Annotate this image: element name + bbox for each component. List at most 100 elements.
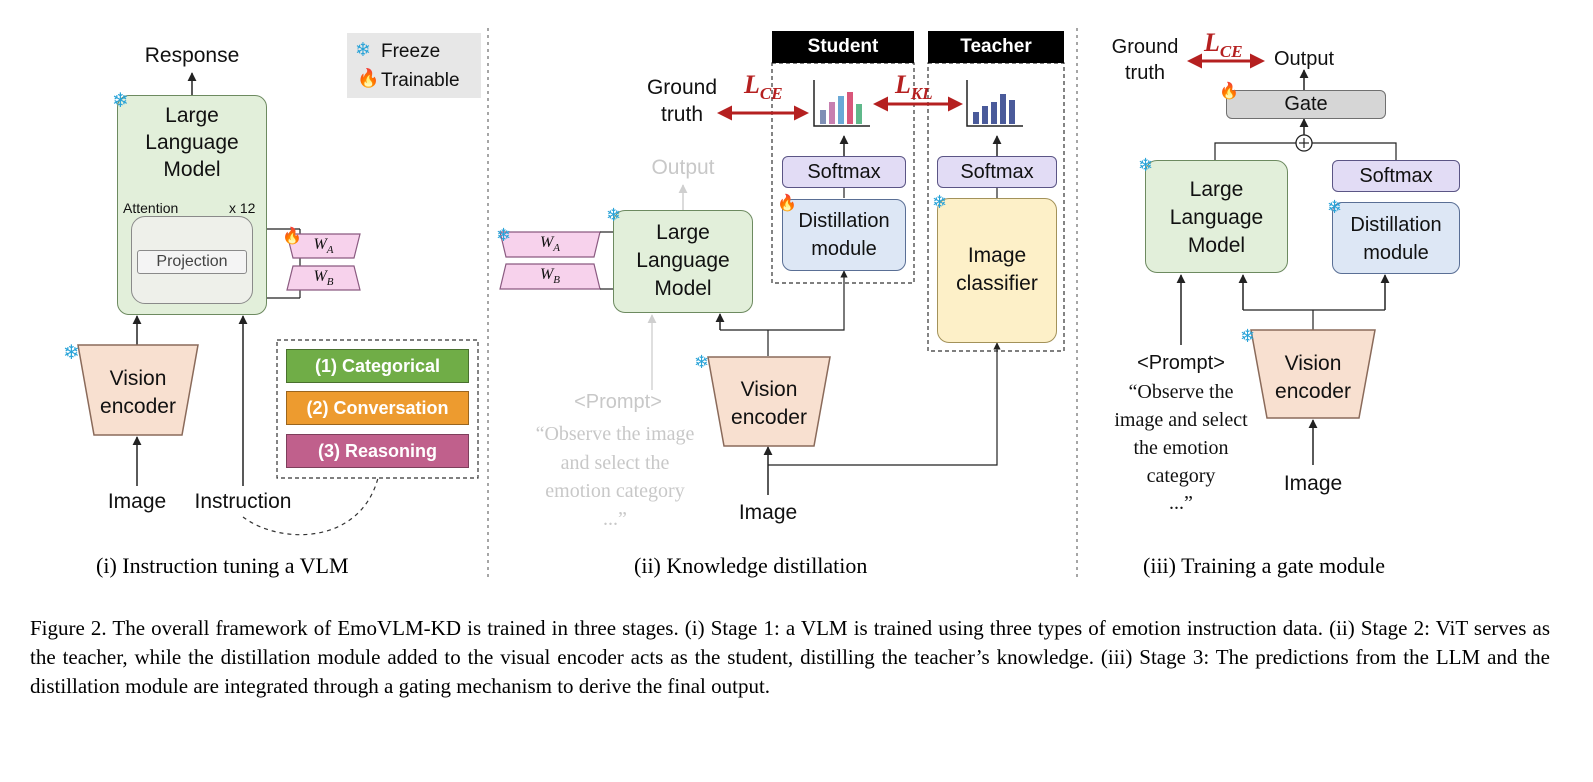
projection-box (137, 250, 247, 274)
teacher-distribution-chart (973, 94, 1015, 124)
vision-label-2a: Vision (740, 378, 798, 401)
llm-label-1a: Large (165, 104, 219, 127)
llm-label-3a: Large (1189, 178, 1244, 201)
vision-label-3b: encoder (1275, 380, 1351, 403)
ground-truth-3a: Ground (1111, 36, 1179, 58)
llm-label-2a: Large (656, 221, 710, 244)
gate-block: Gate (1226, 90, 1386, 119)
figure-caption: Figure 2. The overall framework of EmoVL… (30, 616, 1550, 698)
llm-label-1c: Model (163, 158, 221, 181)
caption-panel-1: (i) Instruction tuning a VLM (96, 553, 349, 578)
snowflake-icon: ❄ (496, 225, 512, 245)
caption-panel-2: (ii) Knowledge distillation (634, 553, 868, 578)
instruction-label: Instruction (194, 490, 292, 513)
snowflake-icon: ❄ (63, 342, 80, 364)
llm-label-2c: Model (654, 277, 712, 300)
prompt-text-3c: the emotion (1133, 437, 1229, 459)
category-conversation: (2) Conversation (286, 391, 469, 425)
vision-encoder-1 (77, 344, 199, 436)
student-bar (829, 102, 835, 124)
wb-adapter (286, 265, 361, 291)
wb-label-2: WB (539, 266, 561, 287)
prompt-text-2a: “Observe the image (535, 423, 695, 445)
student-bar (856, 104, 862, 124)
distillation-label-3b: module (1363, 242, 1429, 264)
teacher-frame (927, 62, 1065, 352)
student-header: Student (772, 31, 914, 63)
flame-icon: 🔥 (282, 228, 302, 245)
softmax-student: Softmax (782, 156, 906, 188)
softmax-teacher-label: Softmax (960, 160, 1034, 183)
image-label-1: Image (107, 490, 167, 513)
classifier-label-a: Image (967, 244, 1027, 267)
vision-label-1a: Vision (109, 367, 167, 390)
attention-label: Attention (123, 200, 179, 216)
categories-frame (276, 339, 479, 479)
loss-ce-3: LCE (1204, 28, 1243, 62)
llm-label-2b: Language (636, 249, 730, 272)
projection-label: Projection (156, 253, 228, 270)
softmax-teacher: Softmax (937, 156, 1057, 188)
wa-adapter (286, 233, 361, 259)
snowflake-icon: ❄ (1138, 155, 1154, 175)
prompt-text-3a: “Observe the (1128, 381, 1234, 403)
classifier-label-b: classifier (956, 272, 1038, 295)
ground-truth-2a: Ground (646, 76, 718, 99)
teacher-bar (982, 106, 988, 124)
image-label-2: Image (738, 501, 798, 524)
response-label: Response (144, 44, 240, 67)
llm-block-3 (1145, 160, 1288, 273)
vision-label-1b: encoder (100, 395, 176, 418)
snowflake-icon: ❄ (694, 352, 710, 372)
distillation-label-2a: Distillation (798, 210, 890, 232)
snowflake-icon: ❄ (1240, 326, 1256, 346)
instruction-link (242, 477, 379, 536)
category-categorical: (1) Categorical (286, 349, 469, 383)
snowflake-icon: ❄ (355, 40, 371, 61)
wa-label: WA (313, 236, 334, 257)
teacher-header: Teacher (928, 31, 1064, 63)
llm-label-3b: Language (1169, 206, 1264, 229)
softmax-3: Softmax (1332, 160, 1460, 192)
image-label-3: Image (1283, 472, 1343, 495)
teacher-bar (991, 102, 997, 124)
loss-kl: LKL (895, 70, 933, 104)
llm-block-2 (613, 210, 753, 313)
wa-adapter-2 (499, 231, 601, 258)
student-distribution-chart (820, 92, 862, 124)
softmax-student-label: Softmax (807, 160, 881, 183)
ground-truth-3b: truth (1124, 62, 1166, 84)
llm-label-1b: Language (145, 131, 239, 154)
vision-encoder-3 (1250, 329, 1376, 419)
prompt-text-2b: and select the (560, 452, 670, 474)
distillation-label-3a: Distillation (1350, 214, 1442, 236)
softmax-3-label: Softmax (1359, 164, 1433, 187)
prompt-text-3e: ...” (1169, 492, 1193, 514)
prompt-text-3b: image and select (1114, 409, 1248, 431)
legend-freeze: Freeze (381, 41, 441, 62)
vision-label-3a: Vision (1284, 352, 1342, 375)
snowflake-icon: ❄ (932, 192, 948, 212)
student-bar (838, 96, 844, 124)
vision-encoder-2 (707, 356, 831, 447)
vision-label-2b: encoder (731, 406, 807, 429)
prompt-text-2c: emotion category (545, 480, 685, 502)
output-label-3: Output (1273, 48, 1335, 70)
teacher-bar (1009, 100, 1015, 124)
legend-trainable: Trainable (381, 70, 460, 91)
prompt-text-2d: ...” (603, 508, 627, 530)
snowflake-icon: ❄ (112, 90, 129, 112)
student-bar (820, 110, 826, 124)
wb-label: WB (313, 268, 334, 289)
gate-label: Gate (1284, 93, 1328, 115)
student-bar (847, 92, 853, 124)
ground-truth-2b: truth (660, 103, 704, 126)
llm-label-3c: Model (1187, 234, 1246, 257)
image-classifier (937, 198, 1057, 343)
flame-icon: 🔥 (777, 195, 797, 212)
legend: ❄ Freeze 🔥 Trainable (347, 33, 481, 98)
category-reasoning: (3) Reasoning (286, 434, 469, 468)
student-frame (771, 62, 915, 284)
snowflake-icon: ❄ (606, 205, 622, 225)
